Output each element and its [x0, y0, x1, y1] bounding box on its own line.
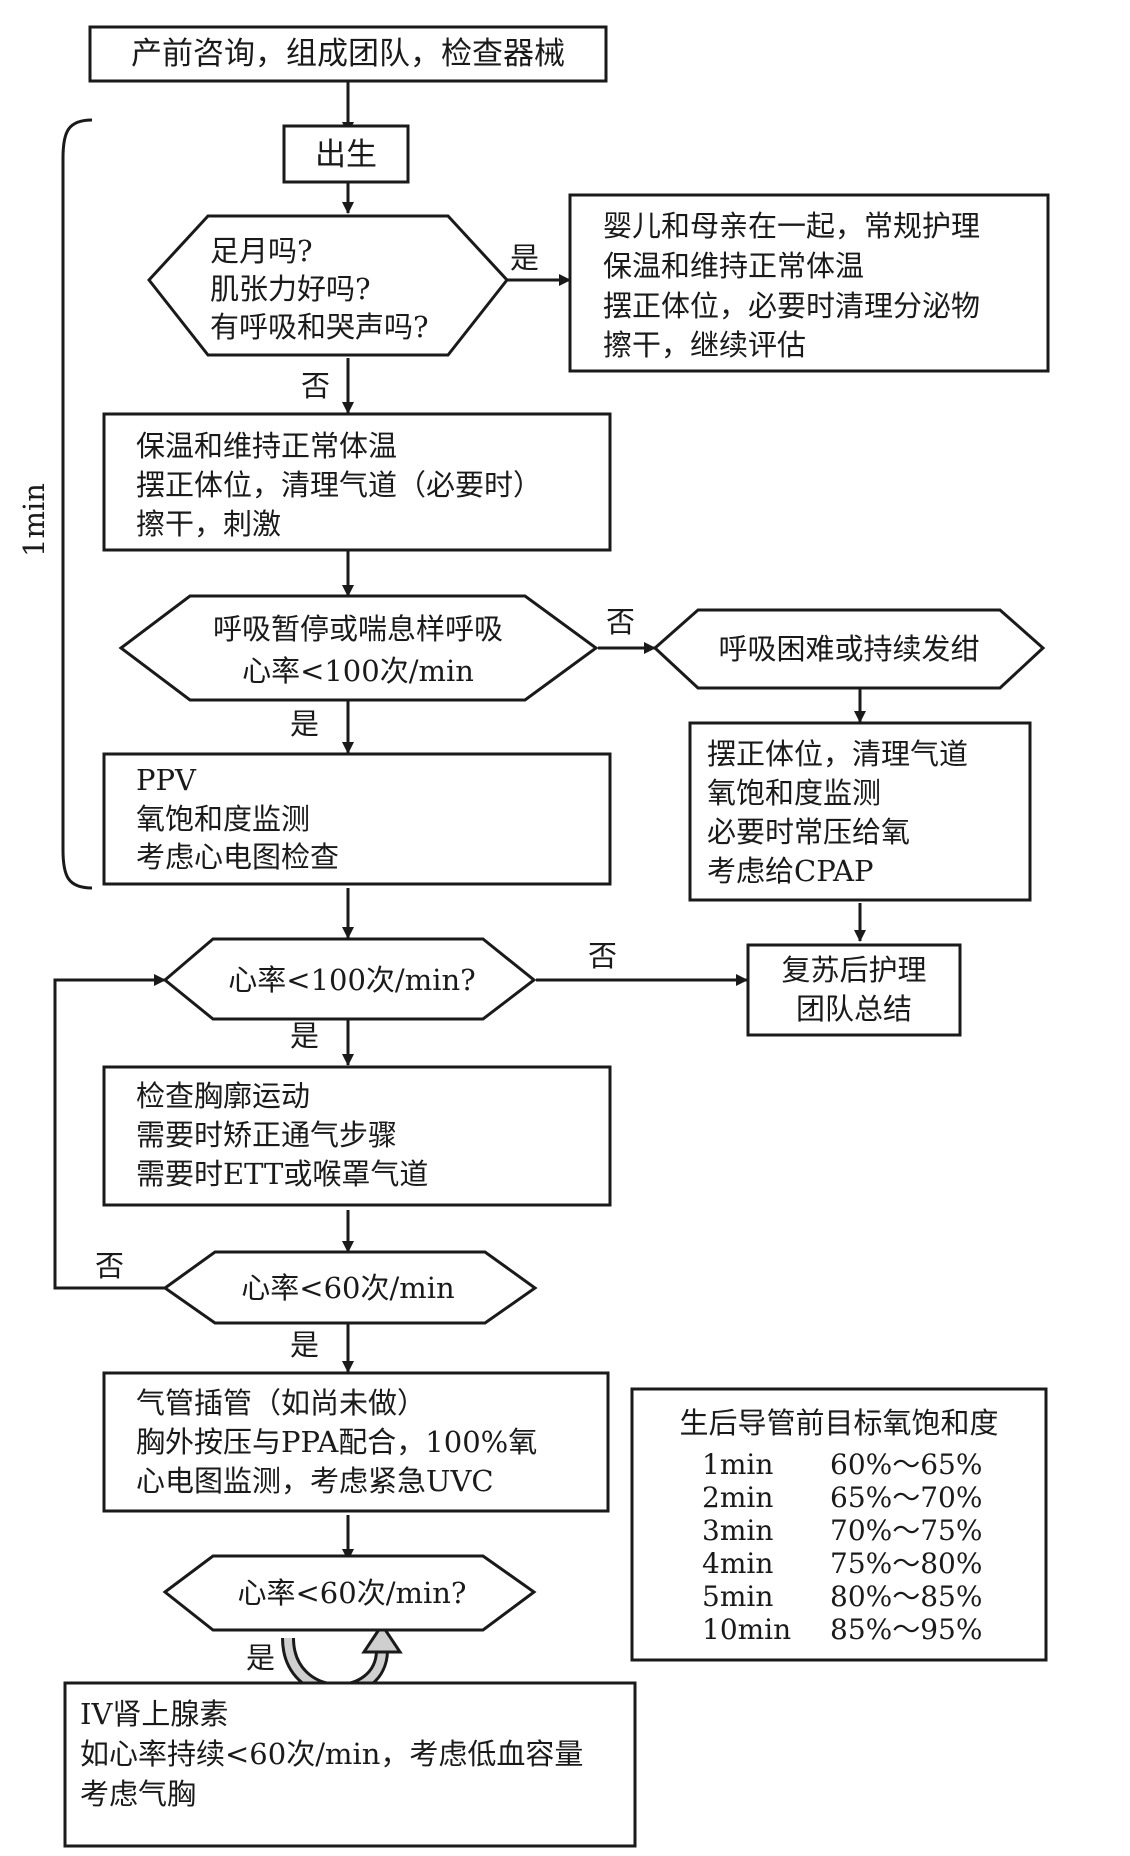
label-yes-apnea: 是 — [290, 707, 319, 741]
spo2-table-title: 生后导管前目标氧饱和度 — [679, 1406, 998, 1440]
postcare-line-2: 团队总结 — [796, 992, 912, 1026]
label-no-assess: 否 — [301, 369, 330, 403]
ppv-steps-box — [102, 752, 612, 886]
intubation-line-1: 气管插管（如尚未做） — [136, 1386, 426, 1420]
ventilation-line-3: 需要时ETT或喉罩气道 — [136, 1157, 428, 1191]
spo2-time-3: 3min — [702, 1514, 773, 1547]
one-minute-bracket — [61, 118, 93, 890]
apnea-decision — [118, 594, 599, 702]
assess-line-1: 足月吗? — [210, 234, 313, 268]
spo2-range-4: 75%～80% — [830, 1547, 982, 1580]
spo2-range-3: 70%～75% — [830, 1514, 982, 1547]
ppv-line-2: 氧饱和度监测 — [136, 802, 310, 836]
spo2-time-1: 1min — [702, 1448, 773, 1481]
hr100-text: 心率<100次/min? — [228, 963, 475, 997]
cpap-steps-box — [688, 721, 1032, 902]
birth-text: 出生 — [315, 137, 377, 173]
label-yes-hr100: 是 — [290, 1019, 319, 1053]
epinephrine-line-2: 如心率持续<60次/min，考虑低血容量 — [80, 1737, 583, 1771]
label-no-hr60: 否 — [95, 1249, 124, 1283]
label-no-apnea: 否 — [606, 605, 635, 639]
ventilation-steps-box — [102, 1065, 612, 1207]
initial-line-1: 保温和维持正常体温 — [136, 429, 397, 463]
cpap-line-2: 氧饱和度监测 — [707, 776, 881, 810]
cpap-line-4: 考虑给CPAP — [707, 854, 874, 888]
consult-text: 产前咨询，组成团队，检查器械 — [131, 36, 565, 72]
consult-box — [88, 25, 608, 83]
intubation-line-3: 心电图监测，考虑紧急UVC — [136, 1464, 494, 1498]
texts: 产前咨询，组成团队，检查器械 出生 足月吗? 肌张力好吗? 有呼吸和哭声吗? 婴… — [17, 36, 999, 1811]
routine-line-3: 摆正体位，必要时清理分泌物 — [603, 289, 980, 323]
routine-line-4: 擦干，继续评估 — [603, 328, 806, 362]
hr100-decision — [162, 937, 537, 1021]
spo2-time-5: 5min — [702, 1580, 773, 1613]
assess-decision — [147, 214, 509, 357]
spo2-time-4: 4min — [702, 1547, 773, 1580]
postcare-line-1: 复苏后护理 — [781, 953, 926, 987]
spo2-range-1: 60%～65% — [830, 1448, 982, 1481]
one-minute-label: 1min — [17, 483, 51, 557]
apnea-line-1: 呼吸暂停或喘息样呼吸 — [213, 612, 503, 646]
label-no-hr100: 否 — [588, 939, 617, 973]
hr60b-text: 心率<60次/min? — [238, 1576, 467, 1610]
birth-box — [282, 124, 410, 184]
ppv-line-1: PPV — [136, 763, 197, 797]
spo2-range-5: 80%～85% — [830, 1580, 982, 1613]
apnea-line-2: 心率<100次/min — [242, 654, 474, 688]
label-yes-hr60b: 是 — [246, 1641, 275, 1675]
routine-line-2: 保温和维持正常体温 — [603, 249, 864, 283]
epinephrine-line-3: 考虑气胸 — [80, 1777, 196, 1811]
cpap-line-1: 摆正体位，清理气道 — [707, 737, 968, 771]
spo2-range-2: 65%～70% — [830, 1481, 982, 1514]
assess-line-3: 有呼吸和哭声吗? — [210, 310, 429, 344]
ventilation-line-1: 检查胸廓运动 — [136, 1079, 310, 1113]
routine-line-1: 婴儿和母亲在一起，常规护理 — [603, 209, 980, 243]
distress-decision — [652, 608, 1046, 690]
loop-arrow-head — [361, 1622, 403, 1654]
routine-care-box — [568, 193, 1050, 373]
cpap-line-3: 必要时常压给氧 — [707, 815, 910, 849]
assess-line-2: 肌张力好吗? — [210, 272, 371, 306]
arrow-hr60-no-loop — [53, 974, 166, 1290]
ventilation-line-2: 需要时矫正通气步骤 — [136, 1118, 397, 1152]
initial-steps-box — [102, 412, 612, 552]
spo2-time-2: 2min — [702, 1481, 773, 1514]
distress-text: 呼吸困难或持续发绀 — [718, 632, 979, 666]
initial-line-3: 擦干，刺激 — [136, 507, 281, 541]
hr60-text: 心率<60次/min — [241, 1271, 454, 1305]
initial-line-2: 摆正体位，清理气道（必要时） — [136, 468, 542, 502]
label-yes-assess: 是 — [510, 241, 539, 275]
spo2-range-6: 85%～95% — [830, 1613, 982, 1646]
intubation-line-2: 胸外按压与PPA配合，100%氧 — [136, 1425, 537, 1459]
shapes — [63, 25, 1050, 1848]
postcare-box — [746, 943, 962, 1037]
hr60-decision — [162, 1250, 538, 1325]
epinephrine-steps-box — [63, 1681, 637, 1848]
ppv-line-3: 考虑心电图检查 — [136, 840, 339, 874]
epinephrine-line-1: IV肾上腺素 — [80, 1697, 228, 1731]
spo2-target-table — [630, 1387, 1048, 1662]
hr60b-decision — [162, 1554, 537, 1632]
label-yes-hr60: 是 — [290, 1328, 319, 1362]
intubation-steps-box — [102, 1371, 610, 1513]
spo2-time-6: 10min — [702, 1613, 791, 1646]
